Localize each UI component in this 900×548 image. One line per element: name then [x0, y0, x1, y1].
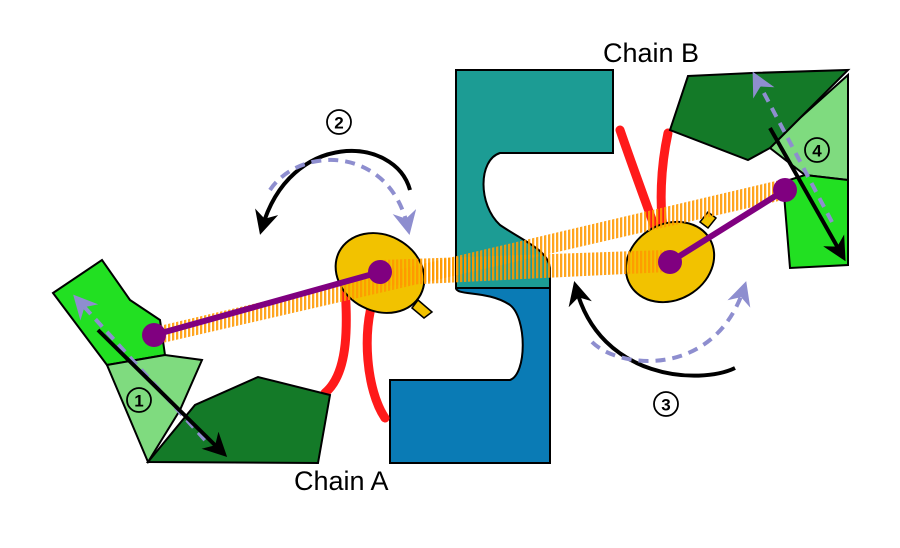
- chain-a-dark-green-domain: [145, 375, 332, 465]
- chain-b-label: Chain B: [603, 38, 699, 68]
- step-3-number: 3: [661, 396, 670, 415]
- central-block-blue: [389, 268, 551, 464]
- chain-a-bright-green-domain: [51, 258, 167, 367]
- step-1-number: 1: [134, 392, 143, 411]
- chain-a-light-green-domain: [105, 353, 204, 465]
- step-1-marker: 1: [126, 387, 152, 413]
- step-2-lavender-arrow: [268, 157, 417, 236]
- chain-a-label: Chain A: [294, 466, 389, 496]
- step-3-black-arrow: [568, 281, 736, 378]
- purple-rod-a: [151, 269, 383, 338]
- step-4-number: 4: [812, 142, 822, 161]
- step-2-number: 2: [334, 114, 343, 133]
- purple-joint-b-center: [658, 250, 682, 274]
- purple-rod-b: [667, 187, 788, 265]
- step-3-lavender-arrow: [590, 281, 751, 363]
- step-4-black-arrow: [768, 127, 846, 262]
- spring-band-upper: [380, 250, 667, 286]
- step-2-marker: 2: [326, 109, 352, 135]
- step-2-black-arrow: [255, 149, 412, 235]
- purple-joint-b-outer: [773, 178, 797, 202]
- purple-joint-a-center: [368, 260, 392, 284]
- step-4-marker: 4: [804, 137, 830, 163]
- red-linker-a-right: [362, 293, 390, 423]
- step-3-marker: 3: [653, 391, 679, 417]
- step-1-black-arrow: [96, 328, 228, 458]
- chain-b-dark-green-domain: [668, 68, 851, 162]
- purple-joint-a-outer: [142, 323, 166, 347]
